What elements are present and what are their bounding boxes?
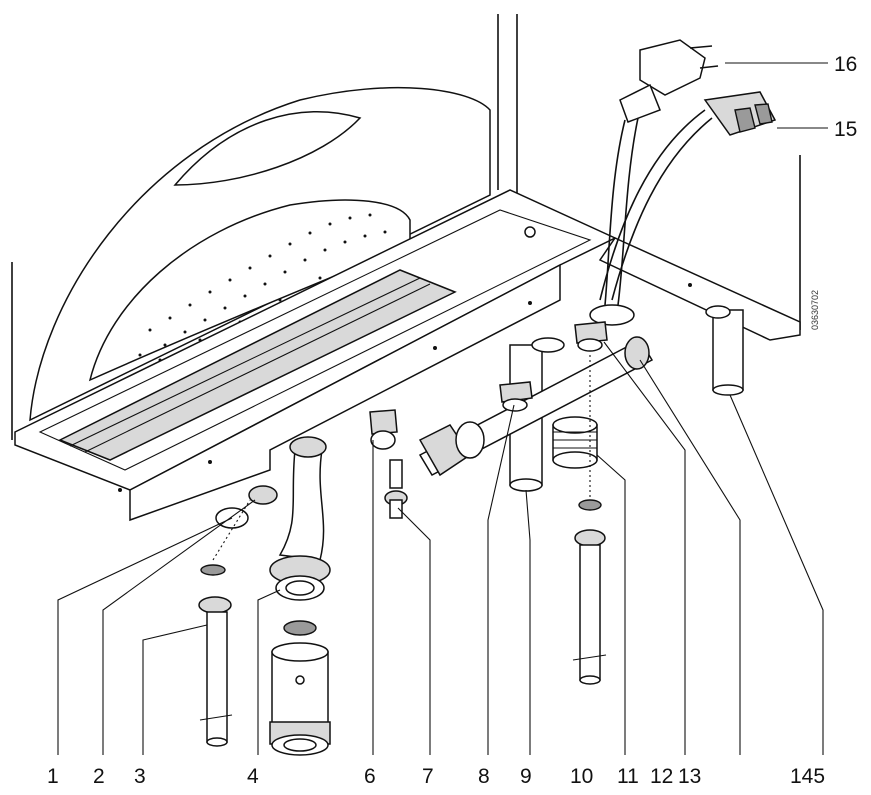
coupling-4 <box>269 620 331 756</box>
callout-8: 8 <box>478 765 490 788</box>
power-plug <box>604 39 719 306</box>
callout-145: 145 <box>790 765 825 788</box>
terminal-connector <box>599 91 777 301</box>
burner-perforation-dots <box>138 213 387 362</box>
bottom-plate <box>14 189 801 522</box>
alignment-lines <box>212 355 591 561</box>
callout-12: 12 <box>650 765 673 788</box>
callout-16: 16 <box>834 53 857 76</box>
callout-3: 3 <box>134 765 146 788</box>
leader-lines <box>57 62 828 755</box>
boiler-casing <box>29 86 491 422</box>
connection-tube-3 <box>198 564 233 747</box>
callout-6: 6 <box>364 765 376 788</box>
callout-11: 11 <box>617 765 639 788</box>
wall-edges <box>11 14 801 440</box>
callout-4: 4 <box>247 765 259 788</box>
callout-2: 2 <box>93 765 105 788</box>
callout-15: 15 <box>834 118 857 141</box>
pipe-fittings <box>215 305 744 601</box>
callout-labels: 1 2 3 4 6 7 8 9 10 11 12 13 145 15 16 <box>47 53 857 788</box>
callout-9: 9 <box>520 765 532 788</box>
callout-10: 10 <box>570 765 593 788</box>
callout-7: 7 <box>422 765 434 788</box>
callout-13: 13 <box>678 765 701 788</box>
drawing-number: 03630702 <box>810 290 820 330</box>
connection-tube-10 <box>572 499 607 685</box>
callout-1: 1 <box>47 765 59 788</box>
